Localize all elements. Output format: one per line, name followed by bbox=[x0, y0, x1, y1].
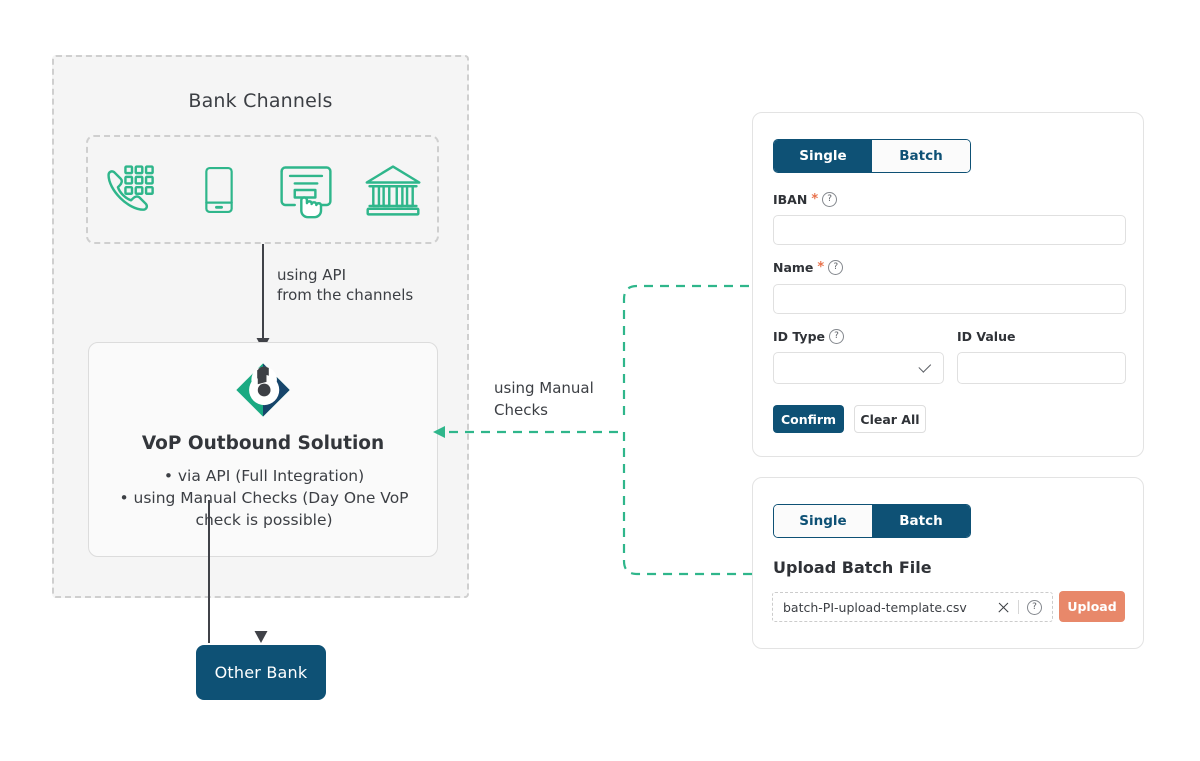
batch-panel-tabs: Single Batch bbox=[773, 504, 971, 538]
tab-batch[interactable]: Batch bbox=[872, 140, 970, 172]
id-value-input[interactable] bbox=[957, 352, 1126, 384]
close-x-icon[interactable] bbox=[997, 601, 1010, 614]
other-bank-flow-arrowhead bbox=[254, 631, 268, 643]
required-marker: * bbox=[811, 192, 819, 207]
id-value-label-text: ID Value bbox=[957, 329, 1016, 344]
vop-card-title: VoP Outbound Solution bbox=[141, 433, 385, 454]
vop-bullet-item: • using Manual Checks (Day One VoP check… bbox=[119, 489, 409, 529]
api-flow-arrow bbox=[262, 244, 264, 346]
name-label-text: Name bbox=[773, 260, 814, 275]
manual-checks-label: using Manual Checks bbox=[494, 379, 594, 419]
help-icon[interactable]: ? bbox=[1027, 599, 1042, 615]
single-panel-tabs: Single Batch bbox=[773, 139, 971, 173]
upload-batch-file-heading: Upload Batch File bbox=[773, 558, 932, 577]
chip-divider bbox=[1018, 600, 1019, 614]
id-type-label-text: ID Type bbox=[773, 329, 825, 344]
name-label: Name * ? bbox=[773, 260, 844, 275]
vop-brand-logo-icon bbox=[236, 363, 290, 417]
other-bank-flow-arrow bbox=[208, 500, 210, 643]
batch-upload-panel: Single Batch Upload Batch File batch-PI-… bbox=[752, 477, 1144, 649]
manual-checks-connector bbox=[433, 284, 765, 576]
id-type-label: ID Type ? bbox=[773, 329, 844, 344]
vop-card-bullets: • via API (Full Integration) • using Man… bbox=[101, 465, 427, 531]
other-bank-node[interactable]: Other Bank bbox=[196, 645, 326, 700]
iban-input[interactable] bbox=[773, 215, 1126, 245]
vop-outbound-solution-card: VoP Outbound Solution • via API (Full In… bbox=[88, 342, 438, 557]
bank-channels-title: Bank Channels bbox=[188, 90, 333, 112]
tab-batch[interactable]: Batch bbox=[872, 505, 970, 537]
chevron-down-icon bbox=[918, 359, 932, 373]
id-value-label: ID Value bbox=[957, 329, 1015, 344]
bank-channels-group: Bank Channels bbox=[52, 55, 469, 598]
bank-building-icon bbox=[362, 159, 424, 221]
api-flow-label: using API from the channels bbox=[277, 266, 414, 304]
help-icon[interactable]: ? bbox=[829, 329, 844, 344]
id-type-select[interactable] bbox=[773, 352, 944, 384]
help-icon[interactable]: ? bbox=[828, 260, 844, 275]
iban-label-text: IBAN bbox=[773, 192, 808, 207]
channel-icons-container bbox=[86, 135, 439, 244]
required-marker: * bbox=[817, 260, 825, 275]
name-input[interactable] bbox=[773, 284, 1126, 314]
selected-file-name: batch-PI-upload-template.csv bbox=[783, 599, 967, 615]
vop-bullet-item: • via API (Full Integration) bbox=[163, 467, 365, 485]
iban-label: IBAN * ? bbox=[773, 192, 838, 207]
clear-all-button[interactable]: Clear All bbox=[854, 405, 926, 433]
online-banking-click-icon bbox=[275, 159, 337, 221]
tab-single[interactable]: Single bbox=[774, 140, 872, 172]
single-check-panel: Single Batch IBAN * ? Name * ? ID Type ?… bbox=[752, 112, 1144, 457]
upload-button[interactable]: Upload bbox=[1059, 591, 1125, 622]
help-icon[interactable]: ? bbox=[822, 192, 838, 207]
confirm-button[interactable]: Confirm bbox=[773, 405, 844, 433]
selected-file-chip: batch-PI-upload-template.csv ? bbox=[772, 592, 1053, 622]
mobile-phone-icon bbox=[188, 159, 250, 221]
tab-single[interactable]: Single bbox=[774, 505, 872, 537]
phone-keypad-icon bbox=[101, 159, 163, 221]
